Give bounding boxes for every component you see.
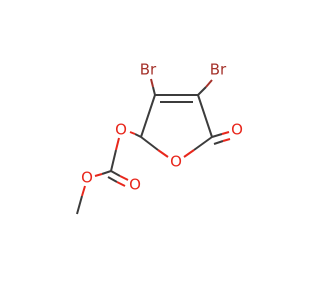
atom-o-ring: O [170,153,182,171]
bond-cc-ocarb-a [110,170,121,177]
atom-o-ring-carbonyl: O [231,121,243,139]
bond-c4-c5 [197,94,213,138]
bond-c4-br-b [205,79,213,88]
bond-c2-c3 [140,94,156,138]
bond-c3-br-b [150,78,154,88]
bond-cc-ocarb-c [107,176,118,183]
bond-c5-ocarb-c [213,140,224,145]
bond-c5-ocarb-a [211,133,223,138]
molecule-canvas: Br Br O O O O O [76,60,243,215]
bond-olink-cc-a [115,137,120,151]
bond-c5-ocarb-d [222,138,231,142]
bond-c5-oring-a [193,136,213,151]
bond-ometh-ch3-a [81,185,86,197]
bond-c4-br-a [197,86,207,96]
bond-cc-ocarb-d [116,181,126,187]
bond-c5-ocarb-b [221,131,230,135]
bond-c2-olink-a [134,133,142,138]
bond-olink-cc-b [110,149,117,172]
bond-c5-oring-b [183,149,195,158]
atom-o-methoxy: O [81,169,93,187]
atom-o-carbonate-carbonyl: O [129,176,141,194]
bond-cc-ometh-a [101,170,112,175]
bond-c2-olink-b [129,131,136,135]
atom-o-ester-link: O [115,121,127,139]
atom-br-right: Br [210,61,227,79]
structure-diagram: Br Br O O O O O [76,61,243,215]
bond-ometh-ch3-b [76,195,83,215]
bond-oring-c2-a [157,149,169,158]
bond-oring-c2-b [140,136,159,151]
bond-cc-ocarb-b [119,175,129,181]
bond-cc-ometh-b [94,173,103,177]
bond-c3-br-a [152,86,156,96]
atom-br-left: Br [140,61,157,79]
